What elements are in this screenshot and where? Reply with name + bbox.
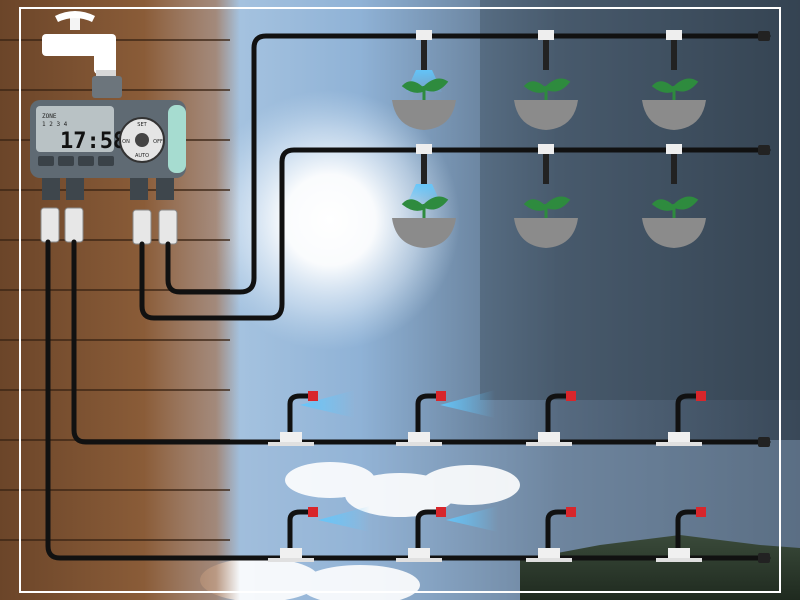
outlet-3 — [130, 178, 148, 200]
plant-pot-icon — [392, 100, 456, 130]
sprinkler-icon — [526, 507, 576, 562]
lcd-zone-label: ZONE — [42, 113, 57, 120]
leaf-icon — [523, 78, 571, 100]
sprinkler-icon — [268, 390, 355, 446]
lcd-time: 17:58 — [60, 129, 126, 154]
timer-button-1[interactable] — [38, 156, 54, 166]
distant-hills — [520, 535, 800, 600]
frame-border — [19, 7, 781, 593]
timer-button-2[interactable] — [58, 156, 74, 166]
sprinkler-icon — [526, 391, 576, 446]
plant-pot-icon — [392, 218, 456, 248]
sprinkler-icon — [396, 390, 495, 446]
dripper-pot — [514, 144, 578, 248]
mist-spray — [318, 506, 370, 532]
timer-accent — [168, 105, 186, 173]
hose-connector-1 — [40, 207, 60, 243]
sprinkler-icon — [396, 506, 498, 562]
hose-connector-4 — [158, 209, 178, 245]
outlet-4 — [156, 178, 174, 200]
timer-connector — [92, 76, 122, 98]
irrigation-tubes — [45, 33, 771, 561]
tube-end-caps — [758, 31, 770, 563]
dial-label-bottom: AUTO — [135, 153, 149, 159]
leaf-icon — [401, 196, 449, 218]
water-timer: ZONE 1 2 3 4 17:58 SET ON OFF AUTO — [30, 76, 186, 245]
timer-button-4[interactable] — [98, 156, 114, 166]
sprinkler-icon — [656, 391, 706, 446]
outlet-2 — [66, 178, 84, 200]
tube-line-2 — [139, 147, 771, 321]
mist-spray — [300, 390, 355, 418]
storm-cloud-overlay — [480, 0, 800, 400]
dripper-pot — [642, 144, 706, 248]
hose-connector-3 — [132, 209, 152, 245]
dial-label-right: OFF — [153, 139, 163, 145]
dial-label-top: SET — [137, 122, 147, 128]
leaf-icon — [523, 196, 571, 218]
tube-line-1 — [165, 33, 771, 295]
drip-row-1 — [392, 30, 706, 130]
plant-pot-icon — [514, 100, 578, 130]
tube-line-4 — [45, 239, 771, 561]
sprinkler-icon — [656, 507, 706, 562]
drip-row-2 — [392, 144, 706, 248]
dial-label-left: ON — [122, 139, 130, 145]
leaf-icon — [651, 78, 699, 100]
lcd-zone-numbers: 1 2 3 4 — [42, 121, 68, 128]
mist-spray — [446, 506, 498, 532]
leaf-icon — [651, 196, 699, 218]
sprinkler-row-4 — [268, 506, 706, 562]
sun-icon — [200, 90, 460, 350]
plant-pot-icon — [642, 218, 706, 248]
timer-button-3[interactable] — [78, 156, 94, 166]
timer-lcd — [36, 106, 114, 152]
dripper-pot — [642, 30, 706, 130]
tube-line-3 — [71, 239, 771, 445]
dripper-pot — [392, 144, 456, 248]
faucet-icon — [42, 11, 116, 76]
timer-buttons — [38, 156, 114, 166]
outlet-1 — [42, 178, 60, 200]
leaf-icon — [401, 78, 449, 100]
plant-pot-icon — [514, 218, 578, 248]
dripper-pot — [514, 30, 578, 130]
mist-spray — [440, 390, 495, 418]
hose-connector-2 — [64, 207, 84, 243]
plant-pot-icon — [642, 100, 706, 130]
dial-center — [135, 133, 149, 147]
sprinkler-row-3 — [268, 390, 706, 446]
dripper-pot — [392, 30, 456, 130]
sprinkler-icon — [268, 506, 370, 562]
